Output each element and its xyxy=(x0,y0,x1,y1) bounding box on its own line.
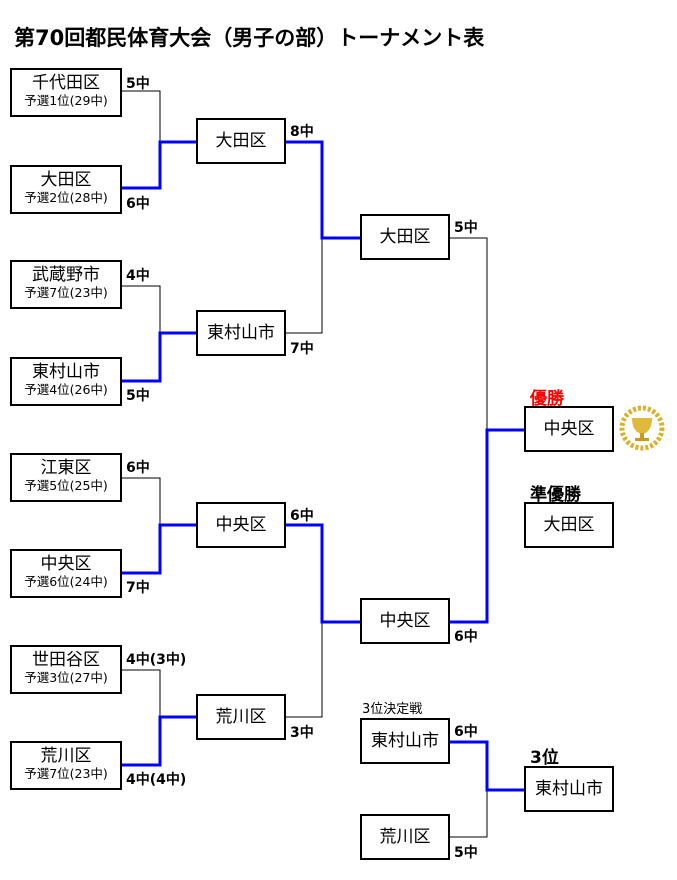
page-title: 第70回都民体育大会（男子の部）トーナメント表 xyxy=(14,26,485,50)
score: 5中 xyxy=(454,845,478,861)
line-r3-1 xyxy=(450,237,488,430)
team-box-r1-5: 江東区予選5位(25中) xyxy=(10,453,122,502)
team-seed: 予選4位(26中) xyxy=(24,382,108,397)
score: 4中(3中) xyxy=(126,652,187,668)
team-box-r2-1: 大田区 xyxy=(196,118,286,164)
trophy-icon xyxy=(619,405,665,451)
team-name: 荒川区 xyxy=(379,827,431,847)
line-3rd-2 xyxy=(450,790,488,838)
line-r1-8 xyxy=(122,715,196,767)
score: 3中 xyxy=(290,725,314,741)
team-name: 東村山市 xyxy=(371,731,439,751)
line-r1-7 xyxy=(122,669,161,717)
team-name: 中央区 xyxy=(543,419,595,439)
line-r1-4 xyxy=(122,331,196,383)
team-name: 荒川区 xyxy=(215,707,267,727)
team-box-r1-4: 東村山市予選4位(26中) xyxy=(10,357,122,406)
score: 6中 xyxy=(454,724,478,740)
team-box-r1-3: 武蔵野市予選7位(23中) xyxy=(10,260,122,309)
line-r1-2 xyxy=(122,140,196,190)
third-match-team-1: 東村山市 xyxy=(360,718,450,764)
team-seed: 予選7位(23中) xyxy=(24,766,108,781)
team-seed: 予選7位(23中) xyxy=(24,285,108,300)
team-name: 大田区 xyxy=(40,170,92,190)
team-name: 大田区 xyxy=(379,227,431,247)
team-name: 千代田区 xyxy=(32,73,100,93)
team-box-r1-2: 大田区予選2位(28中) xyxy=(10,165,122,214)
line-r2-4 xyxy=(286,622,323,718)
score: 8中 xyxy=(290,124,314,140)
score: 7中 xyxy=(290,341,314,357)
line-r1-3 xyxy=(122,285,161,333)
line-r1-1 xyxy=(122,90,161,142)
team-name: 世田谷区 xyxy=(32,650,100,670)
team-seed: 予選2位(28中) xyxy=(24,190,108,205)
line-r1-5 xyxy=(122,477,161,525)
team-seed: 予選1位(29中) xyxy=(24,93,108,108)
team-name: 中央区 xyxy=(40,554,92,574)
runner-up-label: 準優勝 xyxy=(530,485,581,505)
team-box-r2-3: 中央区 xyxy=(196,502,286,548)
team-name: 中央区 xyxy=(215,515,267,535)
team-box-r1-1: 千代田区予選1位(29中) xyxy=(10,68,122,117)
team-name: 荒川区 xyxy=(40,746,92,766)
team-name: 大田区 xyxy=(215,131,267,151)
team-box-r2-4: 荒川区 xyxy=(196,694,286,740)
runner-up-box: 大田区 xyxy=(524,502,614,548)
line-r2-1 xyxy=(286,140,360,240)
team-name: 東村山市 xyxy=(32,362,100,382)
team-name: 東村山市 xyxy=(207,323,275,343)
score: 6中 xyxy=(454,629,478,645)
line-3rd-1 xyxy=(450,740,524,792)
team-name: 江東区 xyxy=(40,458,92,478)
team-box-r3-2: 中央区 xyxy=(360,598,450,644)
score: 5中 xyxy=(126,76,150,92)
team-name: 大田区 xyxy=(543,515,595,535)
champion-box: 中央区 xyxy=(524,406,614,452)
score: 5中 xyxy=(126,388,150,404)
team-box-r1-6: 中央区予選6位(24中) xyxy=(10,549,122,598)
third-match-label: 3位決定戦 xyxy=(362,702,423,717)
team-box-r1-7: 世田谷区予選3位(27中) xyxy=(10,645,122,694)
score: 6中 xyxy=(290,508,314,524)
score: 4中 xyxy=(126,268,150,284)
team-box-r1-8: 荒川区予選7位(23中) xyxy=(10,741,122,790)
score: 7中 xyxy=(126,580,150,596)
team-seed: 予選5位(25中) xyxy=(24,478,108,493)
team-seed: 予選6位(24中) xyxy=(24,574,108,589)
champion-label: 優勝 xyxy=(530,389,564,409)
team-seed: 予選3位(27中) xyxy=(24,670,108,685)
score: 6中 xyxy=(126,196,150,212)
line-r2-3 xyxy=(286,523,360,624)
team-box-r2-2: 東村山市 xyxy=(196,310,286,356)
line-r1-6 xyxy=(122,523,196,575)
team-box-r3-1: 大田区 xyxy=(360,214,450,260)
third-match-team-2: 荒川区 xyxy=(360,814,450,860)
third-box: 東村山市 xyxy=(524,766,614,812)
line-r2-2 xyxy=(286,238,323,334)
third-label: 3位 xyxy=(530,748,559,768)
line-r3-2 xyxy=(450,428,524,624)
team-name: 東村山市 xyxy=(535,779,603,799)
score: 5中 xyxy=(454,220,478,236)
score: 4中(4中) xyxy=(126,772,187,788)
score: 6中 xyxy=(126,460,150,476)
team-name: 中央区 xyxy=(379,611,431,631)
team-name: 武蔵野市 xyxy=(32,265,100,285)
